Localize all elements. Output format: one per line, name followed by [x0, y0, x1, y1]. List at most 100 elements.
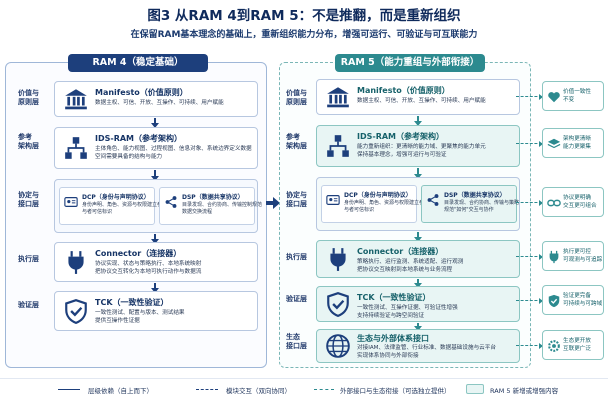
ram5-protocol-container: DCP（身份与声明协议） 身份声明、角色、资源与权限建立参与者可信标识 DSP（…	[316, 177, 520, 231]
ram5-ids-ram-box: IDS-RAM（参考架构） 能力重新组织：更清晰的能力域、更聚焦的能力单元 保持…	[316, 125, 520, 167]
ram4-tck-desc: 一致性测试、配置与版本、测试结果 提供互操作性证据	[95, 310, 185, 324]
arrow-down	[414, 232, 422, 242]
page-subtitle: 在保留RAM基本理念的基础上，重新组织能力分布，增强可运行、可验证与可互联能力	[130, 30, 478, 40]
layer-label-execution: 执行层	[18, 255, 39, 263]
ram4-manifesto-desc: 数据主权、可信、开放、互操作、可持续、用户赋能	[95, 100, 224, 106]
external-link-arrow	[516, 141, 543, 147]
layer-label-values: 价值与 原则层	[18, 89, 39, 106]
ram4-connector-title: Connector（连接器）	[95, 249, 182, 258]
arrow-down	[151, 118, 159, 128]
network-icon	[65, 137, 87, 159]
ram5-manifesto-desc: 数据主权、可信、开放、互操作、可持续、用户赋能	[357, 98, 486, 104]
ram5-manifesto-box: Manifesto（价值原则） 数据主权、可信、开放、互操作、可持续、用户赋能	[316, 79, 520, 115]
layer-label-reference: 参考 架构层	[18, 133, 39, 150]
shield-check-icon	[327, 292, 349, 317]
legend-dependency: 层级依赖（自上而下）	[88, 387, 153, 395]
page-title: 图3 从RAM 4到RAM 5：不是推翻，而是重新组织	[147, 8, 461, 24]
ram4-ids-ram-title: IDS-RAM（参考架构）	[95, 134, 183, 143]
external-link-arrow	[516, 343, 543, 349]
external-link-arrow	[516, 200, 543, 206]
side-note-text: 生态更开放 互联更广泛	[563, 338, 591, 352]
side-note-text: 协议更明确 交互更可组合	[563, 195, 597, 209]
arrow-down	[151, 234, 159, 244]
ram5-dsp-box: DSP（数据共享协议） 目录发现、合约协商、传输与策略 规范"如何"交互与协作	[421, 185, 519, 223]
layer-label-values: 价值与 原则层	[286, 89, 307, 106]
legend-dashed-double-arrow-icon	[196, 389, 218, 390]
side-note-ecosystem: 生态更开放 互联更广泛	[542, 330, 604, 360]
link-icon	[547, 199, 561, 207]
ram5-tck-desc: 一致性测试、互操作证据、可验证性增强 支持持续验证与跨空间验证	[357, 305, 458, 319]
ram5-header: RAM 5（能力重组与外部衔接）	[335, 54, 485, 72]
ram5-ids-ram-title: IDS-RAM（参考架构）	[357, 132, 445, 141]
ram5-connector-box: Connector（连接器） 策略执行、运行监测、系统适配、运行观测 把协议交互…	[316, 240, 520, 278]
legend-new-content: RAM 5 新增或增强内容	[490, 387, 559, 395]
legend-dashed-arrow-icon	[314, 389, 334, 390]
side-note-architecture: 架构更清晰 能力更聚集	[542, 128, 604, 158]
layers-icon	[547, 138, 561, 149]
bank-icon	[327, 87, 349, 108]
ram5-connector-desc: 策略执行、运行监测、系统适配、运行观测 把协议交互映射到本地系统与业务流程	[357, 259, 464, 273]
legend-interaction: 模块交互（双向协同）	[226, 387, 291, 395]
ram4-dcp-desc: 身份声明、角色、资源与权限建立参与者可信标识	[82, 202, 163, 215]
ram5-dsp-desc: 目录发现、合约协商、传输与策略 规范"如何"交互与协作	[444, 200, 520, 213]
ram5-manifesto-title: Manifesto（价值原则）	[357, 86, 450, 95]
ram4-ids-ram-desc: 主体角色、能力视图、过程视图、信息对象、系统边界定义数据空间需要具备的结构与能力	[95, 146, 252, 160]
ram5-panel: RAM 5（能力重组与外部衔接） 价值与 原则层 参考 架构层 协定与 接口层 …	[279, 54, 531, 368]
ram5-connector-title: Connector（连接器）	[357, 247, 444, 256]
layer-label-execution: 执行层	[286, 253, 307, 261]
ram5-tck-box: TCK（一致性验证） 一致性测试、互操作证据、可验证性增强 支持持续验证与跨空间…	[316, 286, 520, 322]
ram4-panel: RAM 4（稳定基础） 价值与 原则层 参考 架构层 协定与 接口层 执行层 验…	[5, 54, 267, 368]
side-note-text: 验证更完备 可持续与可跨域	[563, 293, 603, 307]
check-icon	[548, 294, 560, 308]
ram4-connector-desc: 协议实现、状态与策略执行、本地系统映射 把协议交互转化为本地可执行动作与数据流	[95, 261, 202, 275]
arrow-down	[151, 170, 159, 181]
globe-icon	[326, 334, 350, 358]
id-card-icon	[64, 197, 78, 207]
ram5-ecosystem-desc: 对接IAM、法律监管、行业标准、数据基础设施与云平台 实现体系协同与外部衔接	[357, 345, 496, 359]
side-note-text: 执行更可控 可观测与可追踪	[563, 249, 603, 263]
ram4-ids-ram-box: IDS-RAM（参考架构） 主体角色、能力视图、过程视图、信息对象、系统边界定义…	[54, 127, 258, 169]
layer-label-protocol: 协定与 接口层	[18, 191, 39, 208]
ram4-manifesto-title: Manifesto（价值原则）	[95, 88, 188, 97]
layer-label-verification: 验证层	[286, 295, 307, 303]
ram4-dsp-box: DSP（数据共享协议） 目录发现、合约协商、传输控制规范数据交换流程	[159, 187, 262, 225]
arrow-down	[414, 168, 422, 179]
bank-icon	[65, 89, 87, 110]
shield-check-icon	[65, 299, 87, 324]
ram4-dsp-title: DSP（数据共享协议）	[182, 194, 244, 201]
network-icon	[327, 135, 349, 157]
share-icon	[165, 196, 177, 208]
heart-icon	[548, 92, 560, 103]
plug-icon	[330, 248, 346, 271]
ram4-dsp-desc: 目录发现、合约协商、传输控制规范数据交换流程	[182, 202, 263, 215]
ram4-connector-box: Connector（连接器） 协议实现、状态与策略执行、本地系统映射 把协议交互…	[54, 242, 258, 282]
arrow-down	[414, 116, 422, 126]
layer-label-ecosystem: 生态 接口层	[286, 333, 307, 350]
arrow-down	[151, 283, 159, 293]
share-icon	[427, 194, 439, 206]
ram5-ecosystem-title: 生态与外部体系接口	[357, 334, 429, 343]
plug-icon	[68, 251, 84, 274]
arrow-down	[414, 323, 422, 331]
layer-label-protocol: 协定与 接口层	[286, 191, 307, 208]
external-link-arrow	[516, 94, 543, 100]
ram4-dcp-title: DCP（身份与声明协议）	[82, 194, 150, 201]
legend-solid-arrow-icon	[58, 389, 80, 390]
legend: 层级依赖（自上而下） 模块交互（双向协同） 外部接口与生态衔接（可选独立提供） …	[0, 378, 608, 398]
gear-icon	[548, 340, 560, 352]
ram5-dcp-desc: 身份声明、角色、资源与权限建立参与者可信标识	[344, 200, 425, 213]
transition-arrow-icon	[266, 197, 280, 209]
ram4-header: RAM 4（稳定基础）	[68, 54, 208, 72]
ram4-tck-title: TCK（一致性验证）	[95, 298, 169, 307]
ram4-manifesto-box: Manifesto（价值原则） 数据主权、可信、开放、互操作、可持续、用户赋能	[54, 81, 258, 117]
external-link-arrow	[516, 254, 543, 260]
side-note-verification: 验证更完备 可持续与可跨域	[542, 285, 604, 315]
layer-label-reference: 参考 架构层	[286, 133, 307, 150]
id-card-icon	[326, 195, 340, 205]
layer-label-verification: 验证层	[18, 301, 39, 309]
ram5-ecosystem-box: 生态与外部体系接口 对接IAM、法律监管、行业标准、数据基础设施与云平台 实现体…	[316, 329, 520, 363]
side-note-text: 架构更清晰 能力更聚集	[563, 136, 591, 150]
ram5-dcp-title: DCP（身份与声明协议）	[344, 192, 412, 199]
ram5-tck-title: TCK（一致性验证）	[357, 293, 431, 302]
ram4-protocol-container: DCP（身份与声明协议） 身份声明、角色、资源与权限建立参与者可信标识 DSP（…	[54, 179, 262, 233]
